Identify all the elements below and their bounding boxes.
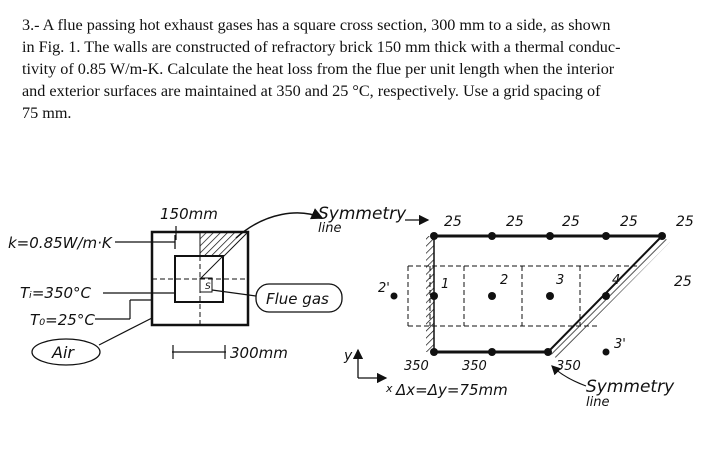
flue-gas-label: Flue gas (266, 290, 329, 308)
node-4 (602, 292, 610, 300)
node-label-1: 1 (441, 277, 449, 292)
problem-line: tivity of 0.85 W/m-K. Calculate the heat… (22, 60, 615, 78)
zoom-arrow (235, 208, 324, 239)
problem-line: and exterior surfaces are maintained at … (22, 82, 601, 100)
top-boundary-nodes (430, 232, 666, 240)
right-temp: 25 (674, 274, 692, 290)
grid-spacing-label: Δx=Δy=75mm (395, 381, 508, 399)
bottom-temp-3: 350 (556, 359, 581, 374)
control-volume-dashes (407, 265, 640, 327)
node-label-4: 4 (612, 273, 620, 288)
symmetry-bottom-label-2: line (586, 395, 609, 410)
symmetry-top-label-2: line (318, 221, 341, 236)
node-3prime (602, 348, 610, 356)
problem-line: 3.- A flue passing hot exhaust gases has… (22, 16, 611, 34)
inner-wall (174, 255, 224, 303)
ti-label: Tᵢ=350°C (20, 284, 92, 302)
node-row (390, 292, 610, 356)
node-label-3: 3 (556, 273, 564, 288)
node-3 (546, 292, 554, 300)
node-label-3prime: 3' (614, 337, 626, 352)
top-temp-3: 25 (562, 214, 580, 230)
problem-line: 75 mm. (22, 104, 72, 122)
air-bubble (31, 338, 101, 366)
node-label-2: 2 (500, 273, 508, 288)
to-label: T₀=25°C (30, 311, 95, 329)
node-label-2prime: 2' (378, 281, 390, 296)
problem-line: in Fig. 1. The walls are constructed of … (22, 38, 621, 56)
node-2 (488, 292, 496, 300)
flue-gas-bubble (255, 283, 343, 313)
hatched-quadrant (199, 231, 250, 257)
symmetry-bottom-arrow (551, 365, 587, 387)
bottom-boundary-nodes (430, 348, 552, 356)
top-temp-4: 25 (620, 214, 638, 230)
y-axis-label: y (343, 348, 353, 364)
small-s-label: S (205, 282, 211, 292)
bottom-temp-2: 350 (462, 359, 487, 374)
symmetry-top-label: Symmetry (318, 204, 407, 224)
top-temp-5: 25 (676, 214, 694, 230)
top-temp-2: 25 (506, 214, 524, 230)
side-length-label: 300mm (230, 344, 288, 362)
symmetry-bottom-label: Symmetry (586, 377, 675, 397)
top-temp-1: 25 (444, 214, 462, 230)
air-label: Air (51, 343, 75, 362)
bottom-temp-1: 350 (404, 359, 429, 374)
wall-thickness-label: 150mm (160, 205, 218, 223)
x-axis-label: x (385, 382, 393, 395)
node-1 (430, 292, 438, 300)
node-2prime (390, 292, 398, 300)
flue-cross-section: S (150, 230, 250, 327)
problem-statement: 3.- A flue passing hot exhaust gases has… (22, 14, 706, 124)
conductivity-label: k=0.85W/m·K (8, 234, 113, 252)
